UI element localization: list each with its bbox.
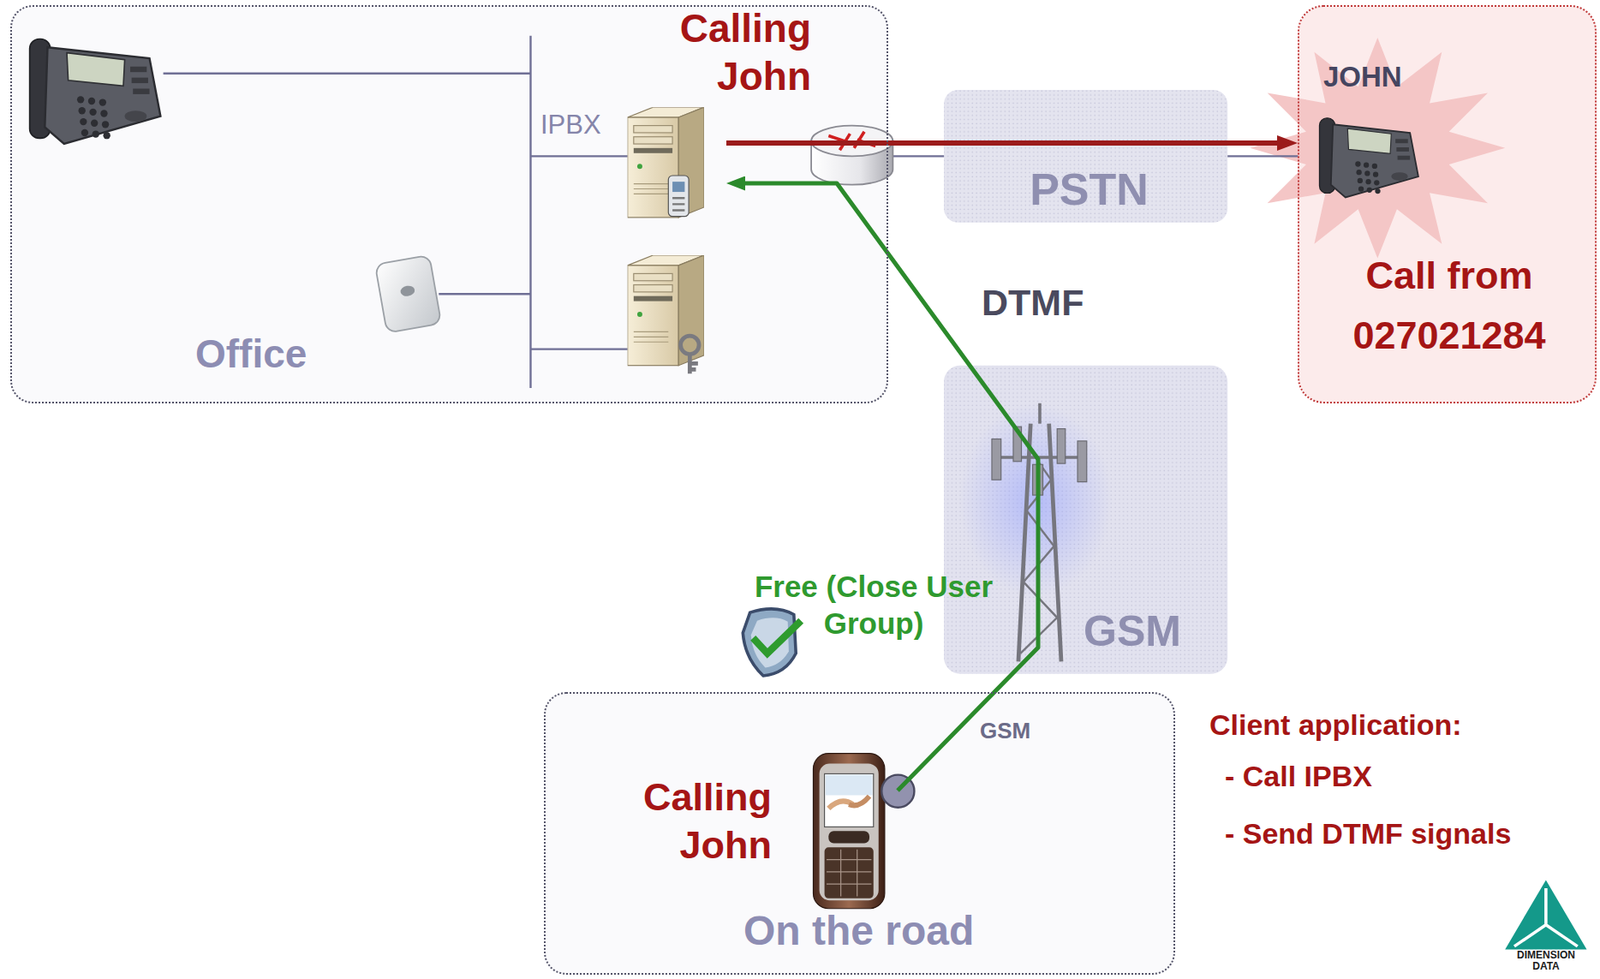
node-detail: Call from 027021284 — [1320, 245, 1578, 366]
lan-wires — [530, 347, 627, 350]
signal-name: DTMF — [981, 280, 1084, 325]
access-point — [400, 284, 416, 298]
key-symbol — [680, 335, 699, 374]
ipbx-server — [627, 107, 705, 218]
gsm-tower — [1038, 403, 1042, 424]
logo-wordmark: DIMENSION DATA — [1511, 949, 1581, 973]
gsm-band: GSM — [943, 364, 1228, 674]
road-region: On the road Calling John — [543, 692, 1176, 975]
shield-check — [742, 608, 796, 676]
lan-wires — [1227, 155, 1298, 157]
status-caption: Calling John — [656, 4, 812, 101]
company-logo — [1514, 888, 1578, 947]
mobile-phone — [812, 753, 884, 909]
mobile-badge — [668, 175, 689, 217]
signal-connector — [726, 140, 1286, 146]
region-grounds — [10, 5, 889, 404]
lan-wires — [892, 155, 944, 157]
mobile-phone — [819, 764, 879, 902]
label-holder: DTMF — [981, 280, 1084, 325]
network-bands — [943, 365, 1228, 675]
label-holder: Client application: — [1209, 707, 1463, 743]
mobile-phone — [824, 773, 874, 827]
lan-wires — [529, 35, 532, 389]
key-symbol — [689, 354, 699, 375]
region-grounds — [543, 692, 1176, 975]
lan-wires — [530, 155, 627, 157]
auth-server — [627, 255, 705, 366]
billing-note: Free (Close User Group) — [745, 567, 1003, 642]
mobile-badge — [672, 197, 685, 210]
label-holder: Free (Close User Group) — [745, 567, 1003, 642]
network-bands — [943, 365, 1228, 675]
desk-phone — [1319, 118, 1418, 198]
region-grounds — [10, 5, 1598, 975]
node-title: On the road — [743, 906, 974, 956]
shield-check — [742, 608, 801, 676]
mobile-phone — [826, 849, 872, 897]
node-title: JOHN — [1323, 59, 1403, 95]
label-holder: GSM — [979, 717, 1031, 745]
router-symbol — [811, 125, 893, 186]
label-holder: DIMENSION DATA — [1511, 949, 1581, 973]
access-point — [375, 255, 442, 334]
shield-check — [752, 620, 801, 654]
node-title: IPBX — [540, 108, 602, 141]
mobile-phone — [825, 775, 873, 796]
lan-wires — [163, 72, 532, 75]
node-title: Office — [195, 330, 307, 378]
lan-wires — [438, 292, 531, 295]
node-title: PSTN — [943, 162, 1235, 216]
mobile-phone — [812, 753, 884, 909]
node-title: Calling John — [626, 773, 772, 870]
arrow-tip-carrier — [726, 183, 837, 185]
note-item: - Call IPBX — [1224, 758, 1373, 795]
label-holder: - Call IPBX — [1224, 758, 1373, 795]
gsm-tower — [991, 439, 1002, 481]
label-holder: - Send DTMF signals — [1224, 816, 1511, 852]
mobile-phone — [828, 830, 870, 843]
key-symbol — [680, 335, 699, 354]
note-heading: Client application: — [1209, 707, 1463, 743]
pstn-band: PSTN — [943, 89, 1235, 223]
note-item: - Send DTMF signals — [1224, 816, 1511, 852]
mobile-badge — [672, 181, 685, 192]
ipbx-server: IPBX — [537, 103, 727, 225]
callee-region: JOHN Call from 027021284 — [1297, 5, 1597, 404]
mobile-caller: Calling John — [619, 752, 898, 915]
gsm-tower — [1056, 429, 1066, 465]
gsm-tower — [1077, 441, 1087, 483]
call-starburst — [1249, 37, 1505, 258]
label-holder: Calling John — [656, 4, 812, 101]
access-point — [375, 255, 442, 334]
link-name: GSM — [979, 717, 1031, 745]
node-title: GSM — [1083, 605, 1182, 657]
company-logo — [1504, 879, 1587, 950]
arrow-tip-carrier — [726, 143, 1298, 144]
mobile-phone — [848, 796, 870, 806]
company-logo — [1504, 879, 1587, 950]
desk-phone — [29, 39, 162, 144]
mobile-phone — [824, 847, 874, 899]
mobile-badge — [668, 175, 689, 217]
